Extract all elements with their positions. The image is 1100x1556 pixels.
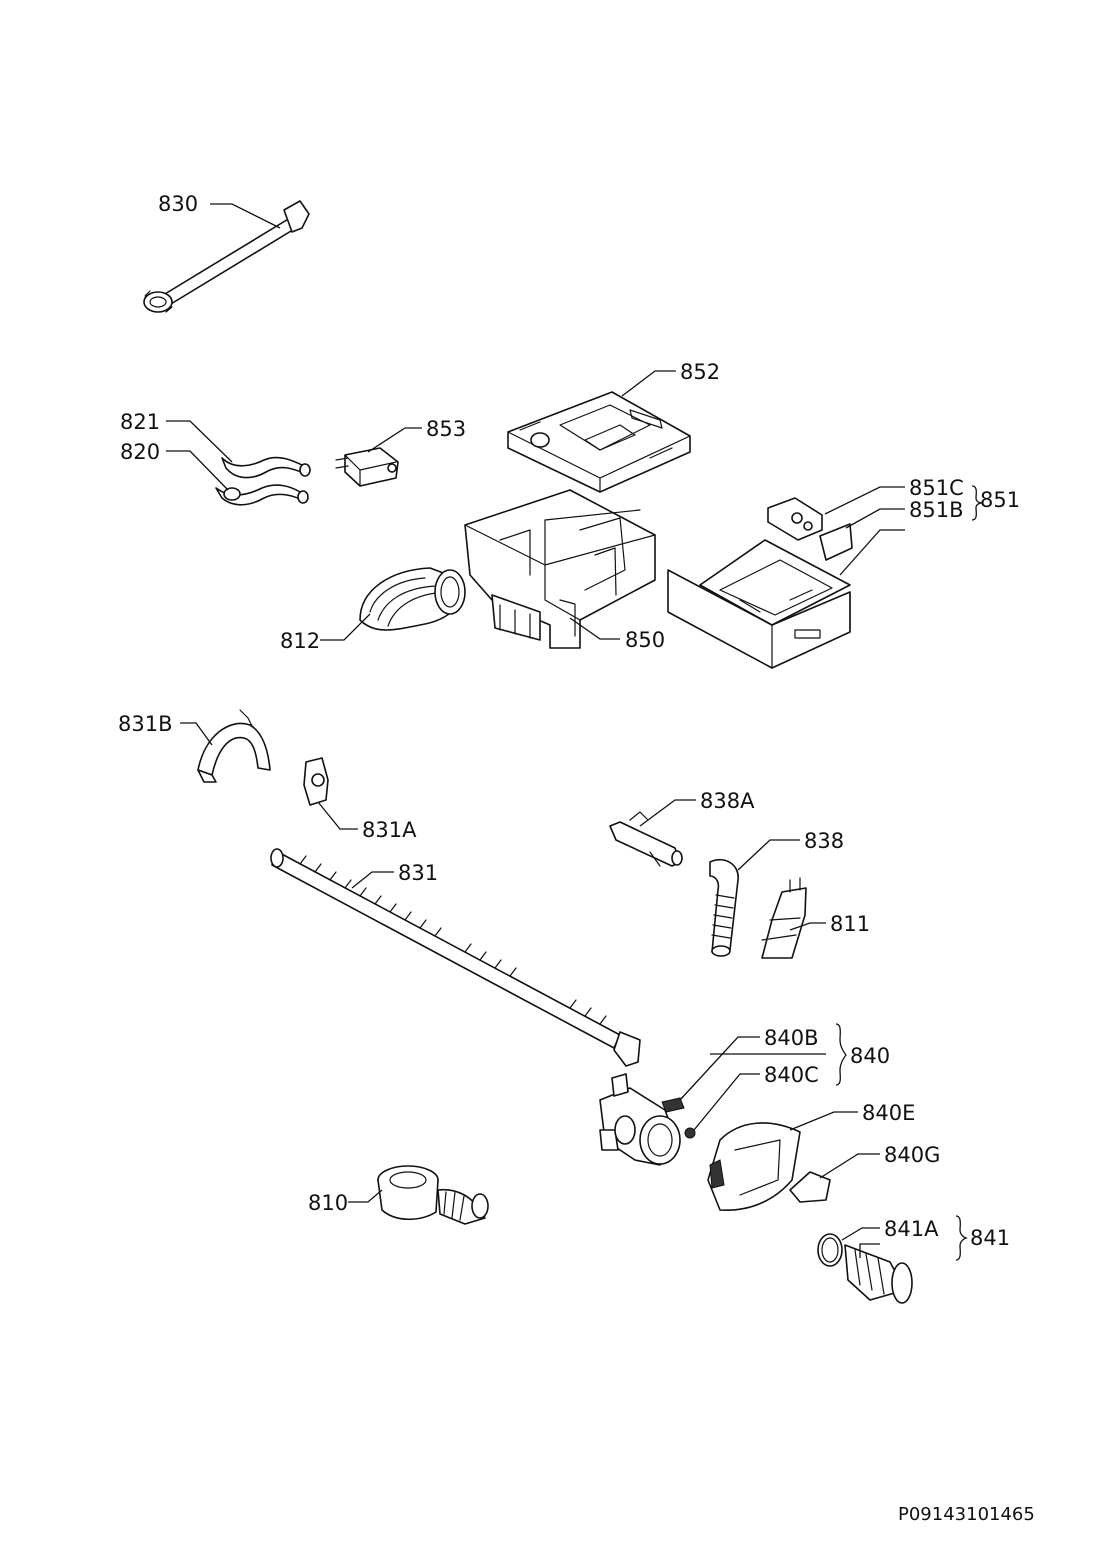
part-840E-cover (707, 1122, 801, 1211)
label-852: 852 (680, 360, 720, 384)
label-851C: 851C (909, 476, 964, 500)
label-851B: 851B (909, 498, 964, 522)
part-851B-flap (819, 523, 853, 561)
part-841-filter (844, 1244, 913, 1304)
label-810: 810 (308, 1191, 348, 1215)
label-840B: 840B (764, 1026, 819, 1050)
label-831A: 831A (362, 818, 417, 842)
label-850: 850 (625, 628, 665, 652)
callout-labels: 830 852 821 820 853 851C 851B 851 812 85… (118, 192, 1035, 1525)
part-811-component (761, 877, 807, 959)
part-852-dispenser-cover (507, 391, 691, 493)
part-812-bellows (359, 567, 466, 631)
label-840G: 840G (884, 1143, 940, 1167)
label-841A: 841A (884, 1217, 939, 1241)
label-853: 853 (426, 417, 466, 441)
leader-lines (166, 203, 983, 1261)
label-820: 820 (120, 440, 160, 464)
label-840: 840 (850, 1044, 890, 1068)
label-841: 841 (970, 1226, 1010, 1250)
part-851-drawer (667, 539, 851, 669)
part-851C-siphon (767, 497, 823, 541)
label-838A: 838A (700, 789, 755, 813)
part-840B-seal (661, 1097, 685, 1113)
part-838-tube (709, 858, 739, 957)
part-850-dispenser-housing (464, 489, 656, 649)
part-840C-ring (684, 1127, 696, 1139)
part-838A-pipe (609, 811, 683, 867)
part-831A-clip (303, 757, 329, 806)
label-831B: 831B (118, 712, 173, 736)
part-841A-o-ring (817, 1233, 843, 1267)
part-853-valve (335, 447, 399, 487)
part-831B-hose-guide (197, 709, 271, 783)
part-820-821-hoses (215, 456, 311, 506)
label-838: 838 (804, 829, 844, 853)
label-821: 821 (120, 410, 160, 434)
label-830: 830 (158, 192, 198, 216)
label-840C: 840C (764, 1063, 819, 1087)
label-812: 812 (280, 629, 320, 653)
label-831: 831 (398, 861, 438, 885)
label-851: 851 (980, 488, 1020, 512)
label-811: 811 (830, 912, 870, 936)
reference-code: P09143101465 (898, 1504, 1035, 1525)
part-831-drain-hose (270, 848, 641, 1067)
part-830-inlet-hose (143, 200, 310, 313)
part-840-pump-housing (599, 1073, 681, 1166)
label-840E: 840E (862, 1101, 915, 1125)
part-840G-flap (789, 1171, 831, 1203)
part-810-sump (377, 1165, 489, 1225)
